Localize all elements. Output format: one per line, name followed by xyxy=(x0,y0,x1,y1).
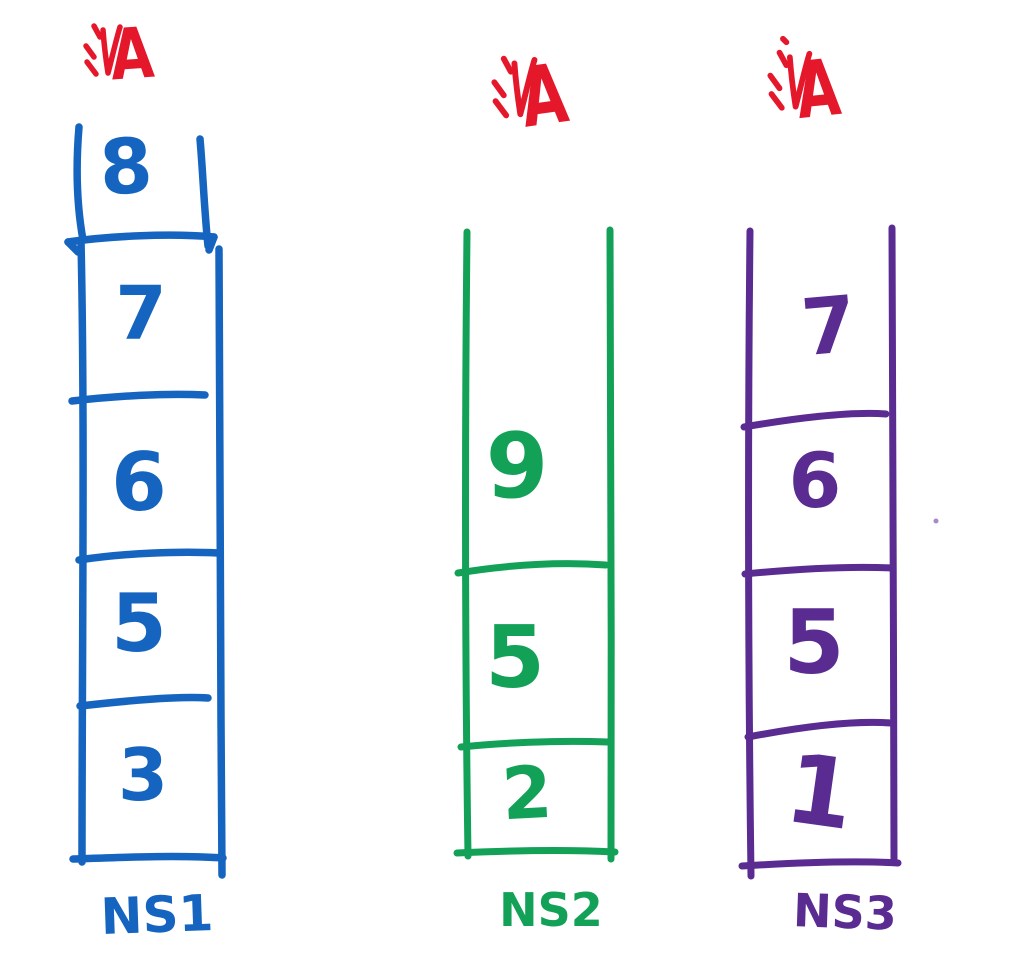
stack-ns1-outline xyxy=(64,123,227,879)
ns2-cell-value: 2 xyxy=(499,749,555,837)
ns2-cell-value: 9 xyxy=(485,414,549,519)
ns1-cell-value: 6 xyxy=(111,436,167,529)
check-icon xyxy=(491,55,538,119)
stack-ns2-outline xyxy=(453,226,619,863)
stack-label-ns3: NS3 xyxy=(792,883,898,941)
ns3-cell-value: 7 xyxy=(798,279,860,375)
ns3-cell-value: 1 xyxy=(779,731,861,853)
stray-pen-dot xyxy=(933,518,939,524)
ns2-cell-value: 5 xyxy=(485,608,545,708)
check-icon xyxy=(83,23,123,77)
annotation-letter: A xyxy=(107,11,157,97)
stack-ns3-outline xyxy=(738,224,902,880)
ns3-cell-value: 6 xyxy=(788,436,842,525)
ns3-cell-value: 5 xyxy=(783,591,845,694)
stack-label-ns2: NS2 xyxy=(499,883,603,937)
ns1-cell-value: 3 xyxy=(117,733,169,817)
stack-label-ns1: NS1 xyxy=(99,884,215,946)
ns1-cell-value: 5 xyxy=(111,577,167,670)
annotation-letter: A xyxy=(791,42,845,138)
ns1-cell-value: 8 xyxy=(97,120,155,213)
ns1-cell-value: 7 xyxy=(115,271,167,357)
check-icon xyxy=(767,35,813,111)
